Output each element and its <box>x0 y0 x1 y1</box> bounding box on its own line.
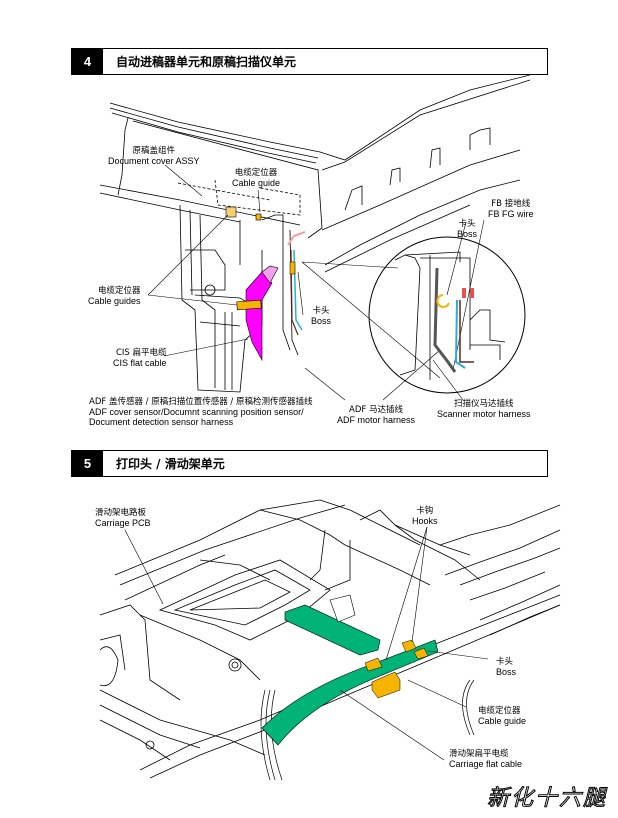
callout-zh: 卡头 <box>458 219 476 229</box>
callout-en: ADF cover sensor/Documnt scanning positi… <box>89 407 304 417</box>
carriage-flat-cable <box>261 594 439 746</box>
callout-en: CIS flat cable <box>113 358 167 368</box>
callout-fb-fg-wire: FB 接地线 FB FG wire <box>488 199 534 219</box>
callout-cable-guide-top: 电缆定位器 Cable guide <box>232 168 280 188</box>
callout-cable-guide: 电缆定位器 Cable guide <box>478 706 526 726</box>
callout-en: Cable guides <box>88 296 141 306</box>
callout-en: FB FG wire <box>488 209 534 219</box>
callout-cable-guides: 电缆定位器 Cable guides <box>88 286 141 306</box>
callout-en: Boss <box>311 316 332 326</box>
callout-zh: ADF 盖传感器 / 原稿扫描位置传感器 / 原稿检测传感器插线 <box>89 397 313 407</box>
callout-en: Cable guide <box>232 178 281 188</box>
cable-guide-clip <box>255 213 262 221</box>
leader-lines <box>147 164 485 401</box>
callout-cis-flat-cable: CIS 扁平电缆 CIS flat cable <box>113 348 167 368</box>
section-number: 4 <box>72 49 103 74</box>
callout-en: Carriage PCB <box>95 518 151 528</box>
callout-carriage-pcb: 滑动架电路板 Carriage PCB <box>95 508 151 528</box>
callout-zh: 卡头 <box>312 306 330 316</box>
callout-boss: 卡头 Boss <box>496 657 516 677</box>
document-cover-outline <box>99 74 531 273</box>
cable-guide-clips <box>364 639 429 699</box>
callout-zh: 卡钩 <box>416 506 434 516</box>
callout-en: Hooks <box>412 516 438 526</box>
section-4-header: 4 自动进稿器单元和原稿扫描仪单元 <box>71 48 548 75</box>
callout-en: ADF motor harness <box>337 415 416 425</box>
cable-guide-clip <box>236 299 262 311</box>
callout-zh: 滑动架扁平电缆 <box>449 749 509 759</box>
callout-zh: 扫描仪马达插线 <box>454 399 514 409</box>
section-5-header: 5 打印头 / 滑动架单元 <box>71 450 548 477</box>
callout-adf-motor-harness: ADF 马达插线 ADF motor harness <box>337 405 415 425</box>
callout-scanner-motor-harness: 扫描仪马达插线 Scanner motor harness <box>437 399 531 419</box>
cable-bundle <box>260 679 475 781</box>
callout-zh: 卡头 <box>496 657 514 667</box>
callout-zh: ADF 马达插线 <box>349 405 403 415</box>
callout-en: Scanner motor harness <box>437 409 531 419</box>
callout-en: Cable guide <box>478 716 527 726</box>
callout-zh: 电缆定位器 <box>478 706 521 716</box>
callout-zh: 滑动架电路板 <box>95 508 147 518</box>
callout-document-cover: 原稿盖组件 Document cover ASSY <box>108 146 200 166</box>
cis-flat-cable <box>245 265 279 362</box>
callout-zh: 原稿盖组件 <box>132 146 176 156</box>
callout-zh: 电缆定位器 <box>234 168 278 178</box>
callout-boss-left: 卡头 Boss <box>311 306 331 326</box>
callout-zh: CIS 扁平电缆 <box>115 348 167 358</box>
section-title: 打印头 / 滑动架单元 <box>116 457 225 471</box>
magnified-detail-circle <box>368 236 526 394</box>
callout-zh: 电缆定位器 <box>98 286 141 296</box>
callout-carriage-flat-cable: 滑动架扁平电缆 Carriage flat cable <box>449 749 522 769</box>
callout-adf-sensor-harness: ADF 盖传感器 / 原稿扫描位置传感器 / 原稿检测传感器插线 ADF cov… <box>89 397 313 427</box>
callout-en: Boss <box>496 667 517 677</box>
cable-guide-clip <box>225 206 237 218</box>
callout-en: Carriage flat cable <box>449 759 523 769</box>
watermark-text: 新化十六腿 <box>486 786 608 812</box>
section-number: 5 <box>72 451 103 476</box>
callout-boss-right: 卡头 Boss <box>457 219 477 239</box>
callout-hooks: 卡钩 Hooks <box>412 506 438 526</box>
callout-en: Document detection sensor harness <box>89 417 234 427</box>
section-title: 自动进稿器单元和原稿扫描仪单元 <box>116 55 297 69</box>
leader-lines <box>124 526 489 761</box>
callout-en: Document cover ASSY <box>108 156 200 166</box>
callout-en: Boss <box>457 229 478 239</box>
callout-zh: FB 接地线 <box>491 199 531 209</box>
